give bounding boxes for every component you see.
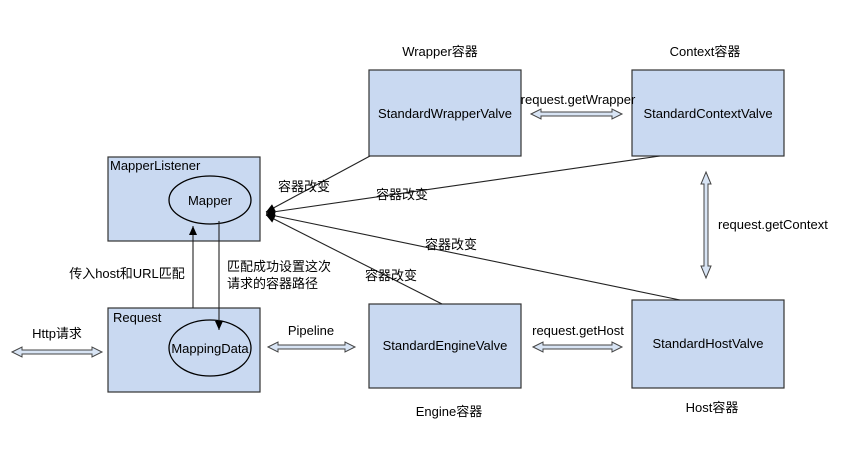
http-request-label: Http请求: [32, 326, 82, 341]
host-change-line: [265, 211, 681, 301]
context-host-double-arrow: [700, 170, 712, 280]
wrapper-container-title: Wrapper容器: [402, 44, 478, 59]
engine-change-label: 容器改变: [365, 268, 417, 283]
wrapper-valve-box[interactable]: [368, 69, 522, 157]
mapper-label: Mapper: [188, 193, 233, 208]
get-wrapper-label: request.getWrapper: [521, 92, 636, 107]
engine-valve-box[interactable]: [368, 303, 522, 389]
context-change-label: 容器改变: [376, 187, 428, 202]
engine-host-double-arrow: [531, 341, 624, 353]
request-engine-double-arrow: [266, 341, 357, 353]
http-request-double-arrow: [10, 346, 104, 358]
wrapper-valve-label: StandardWrapperValve: [378, 106, 512, 121]
engine-valve-label: StandardEngineValve: [383, 338, 508, 353]
mapping-data-ellipse[interactable]: [168, 319, 252, 377]
host-valve-label: StandardHostValve: [652, 336, 763, 351]
wrapper-change-label: 容器改变: [278, 179, 330, 194]
match-success-label-1: 匹配成功设置这次: [227, 259, 331, 274]
mapping-data-label: MappingData: [171, 341, 249, 356]
get-host-label: request.getHost: [532, 323, 624, 338]
pass-host-url-label: 传入host和URL匹配: [69, 266, 185, 281]
host-change-label: 容器改变: [425, 237, 477, 252]
wrapper-context-double-arrow: [529, 108, 624, 120]
host-valve-box[interactable]: [631, 299, 785, 389]
context-valve-label: StandardContextValve: [643, 106, 772, 121]
mapper-ellipse[interactable]: [168, 175, 252, 225]
engine-change-line: [265, 214, 443, 305]
wrapper-change-line: [265, 155, 371, 213]
get-context-label: request.getContext: [718, 217, 828, 232]
context-valve-box[interactable]: [631, 69, 785, 157]
context-change-line: [265, 155, 661, 216]
match-success-label-2: 请求的容器路径: [227, 276, 318, 291]
request-label: Request: [113, 310, 162, 325]
mapper-listener-label: MapperListener: [110, 158, 201, 173]
pipeline-label: Pipeline: [288, 323, 334, 338]
host-container-title: Host容器: [686, 400, 739, 415]
engine-container-title: Engine容器: [416, 404, 482, 419]
context-container-title: Context容器: [670, 44, 741, 59]
